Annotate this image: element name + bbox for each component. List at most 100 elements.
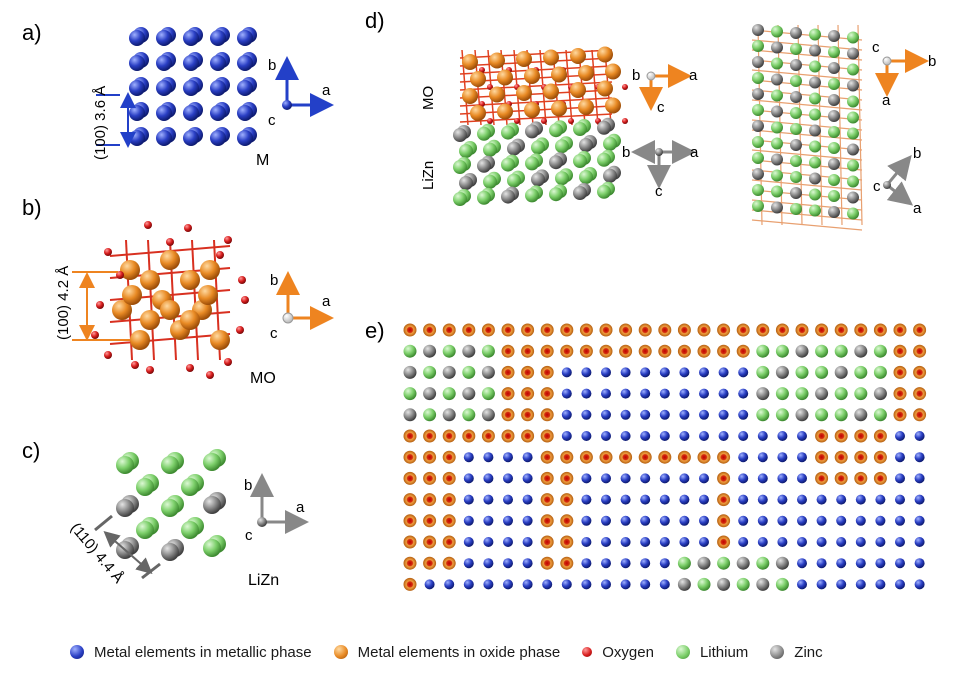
bond <box>751 89 863 101</box>
oxygen-atom <box>206 371 214 379</box>
oxide-metal-atom <box>551 66 567 83</box>
oxide-metal-atom <box>756 323 770 337</box>
lithium-atom <box>477 190 491 205</box>
metal-atom <box>816 494 827 505</box>
lithium-atom <box>873 408 887 422</box>
oxide-metal-atom <box>423 514 437 528</box>
oxide-metal-atom <box>540 471 554 485</box>
oxygen-atom <box>241 296 249 304</box>
zinc-atom <box>597 120 611 135</box>
metal-atom <box>640 515 651 526</box>
metal-atom <box>738 452 749 463</box>
lithium-atom <box>597 184 611 199</box>
metal-atom <box>777 494 788 505</box>
oxide-metal-atom <box>403 429 417 443</box>
metal-atom <box>738 409 749 420</box>
metal-atom <box>816 515 827 526</box>
lithium-atom <box>828 126 840 138</box>
svg-text:c: c <box>657 99 665 116</box>
bond <box>857 24 863 226</box>
lithium-atom <box>809 108 821 121</box>
svg-text:a: a <box>690 144 699 161</box>
oxide-metal-atom <box>501 323 515 337</box>
metal-atom <box>640 409 651 420</box>
metal-atom <box>640 558 651 569</box>
oxide-metal-atom <box>462 54 478 70</box>
oxide-metal-atom <box>560 471 574 485</box>
metal-atom <box>503 473 513 484</box>
metal-atom <box>895 579 905 590</box>
lithium-atom <box>752 184 764 196</box>
metal-atom <box>503 452 513 463</box>
lithium-atom <box>771 185 783 198</box>
oxide-metal-atom <box>697 450 711 464</box>
oxide-metal-atom <box>854 323 868 337</box>
metal-atom <box>914 473 925 484</box>
svg-text:c: c <box>268 112 276 129</box>
metal-atom <box>816 537 827 547</box>
metal-atom <box>914 452 925 463</box>
oxide-metal-atom <box>442 471 456 485</box>
metal-atom <box>620 431 631 441</box>
metal-atom <box>659 558 670 569</box>
bond <box>459 81 613 91</box>
oxide-metal-atom <box>489 86 505 103</box>
panel-d-interface-tilted <box>751 24 863 231</box>
lithium-atom <box>531 140 545 155</box>
bond <box>751 149 863 161</box>
panel-b-axes: b a c <box>270 271 334 342</box>
lithium-atom <box>483 174 497 189</box>
oxide-metal-atom <box>560 493 574 507</box>
metal-atom <box>797 537 807 547</box>
lithium-atom <box>809 156 821 169</box>
metal-atom <box>522 579 533 590</box>
panel-b-dimension-label: (100) 4.2 Å <box>55 266 72 340</box>
oxide-metal-atom <box>834 429 848 443</box>
zinc-atom <box>854 408 868 422</box>
oxide-metal-atom <box>540 344 554 358</box>
oxide-metal-atom <box>605 63 621 80</box>
metal-atom <box>620 473 631 484</box>
oxide-metal-atom <box>560 450 574 464</box>
metal-atom <box>659 367 670 378</box>
metal-atom <box>699 388 709 399</box>
zinc-atom <box>771 201 783 214</box>
lithium-atom <box>403 344 417 358</box>
oxide-metal-atom <box>180 310 200 330</box>
lithium-atom <box>795 387 809 401</box>
green-sphere-icon <box>675 645 690 659</box>
oxide-metal-atom <box>540 365 554 379</box>
lithium-atom <box>136 521 154 539</box>
oxide-metal-atom <box>834 471 848 485</box>
zinc-atom <box>462 344 476 358</box>
oxide-metal-atom <box>521 408 535 422</box>
lithium-atom <box>815 344 829 358</box>
metal-atom <box>699 537 709 547</box>
metal-atom <box>836 537 847 547</box>
oxide-metal-atom <box>815 471 829 485</box>
lithium-atom <box>462 365 476 379</box>
metal-atom <box>503 494 513 505</box>
lithium-atom <box>775 344 789 358</box>
oxide-metal-atom <box>524 102 540 118</box>
metal-atom <box>503 537 513 547</box>
lithium-atom <box>775 387 789 401</box>
panel-d-upper-axes: b a c <box>632 64 698 116</box>
metal-atom <box>522 537 533 547</box>
zinc-atom <box>717 577 731 591</box>
oxide-metal-atom <box>462 323 476 337</box>
oxide-metal-atom <box>462 88 478 104</box>
metal-atom <box>463 473 474 484</box>
lithium-atom <box>403 387 417 401</box>
zinc-atom <box>677 577 691 591</box>
oxide-metal-atom <box>854 429 868 443</box>
red-sphere-icon <box>582 647 593 657</box>
metal-atom <box>777 537 788 547</box>
lithium-atom <box>555 139 569 154</box>
oxygen-atom <box>238 276 246 284</box>
oxide-metal-atom <box>893 344 907 358</box>
bond <box>751 189 863 201</box>
oxide-metal-atom <box>210 330 230 350</box>
metal-atom <box>522 494 533 505</box>
oxide-metal-atom <box>619 344 633 358</box>
